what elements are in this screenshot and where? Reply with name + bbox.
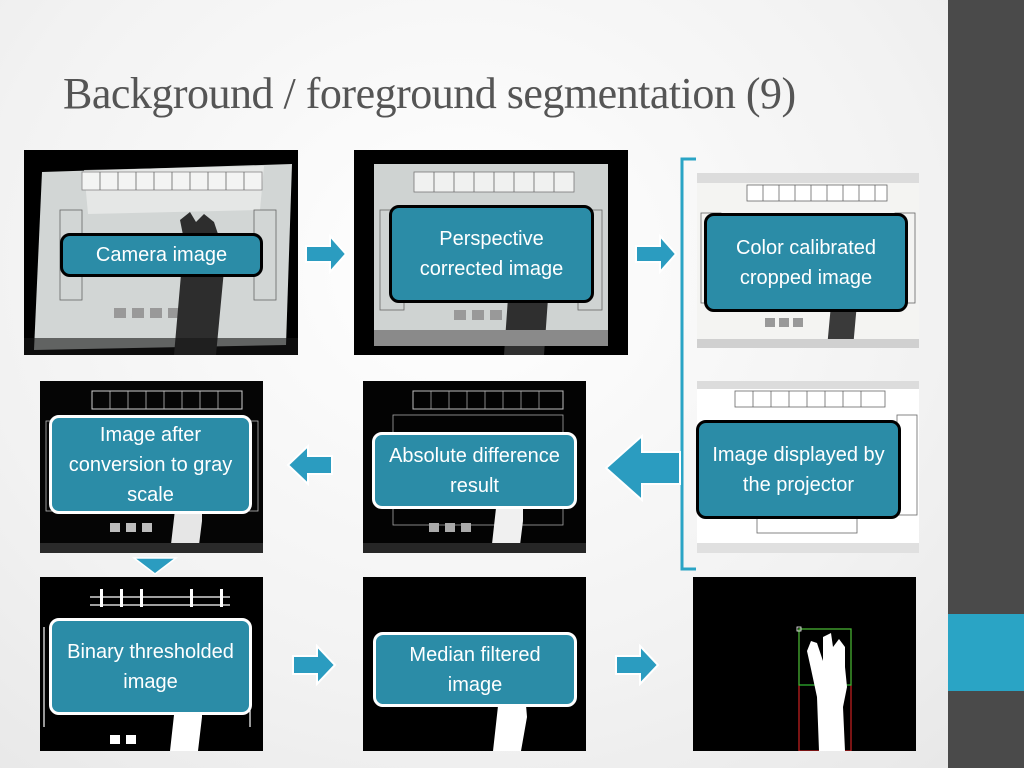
absolute-difference-label: Absolute difference result — [372, 432, 577, 509]
arrow-right-1 — [304, 234, 348, 274]
arrow-down — [132, 556, 178, 576]
arrow-right-4 — [614, 644, 660, 686]
arrow-left-small — [286, 444, 334, 486]
median-filtered-label: Median filtered image — [373, 632, 577, 707]
projector-image-label: Image displayed by the projector — [696, 420, 901, 519]
right-bracket — [680, 157, 696, 571]
slide-title: Background / foreground segmentation (9) — [63, 69, 796, 118]
arrow-right-2 — [634, 234, 678, 274]
camera-image-label: Camera image — [60, 233, 263, 277]
perspective-corrected-label: Perspective corrected image — [389, 205, 594, 303]
arrow-left-large — [604, 434, 682, 502]
color-calibrated-label: Color calibrated cropped image — [704, 213, 908, 312]
arrow-right-3 — [291, 644, 337, 686]
gray-scale-label: Image after conversion to gray scale — [49, 415, 252, 514]
hand-detection-panel — [693, 577, 916, 751]
sidebar-accent-block — [948, 614, 1024, 691]
binary-threshold-label: Binary thresholded image — [49, 618, 252, 715]
